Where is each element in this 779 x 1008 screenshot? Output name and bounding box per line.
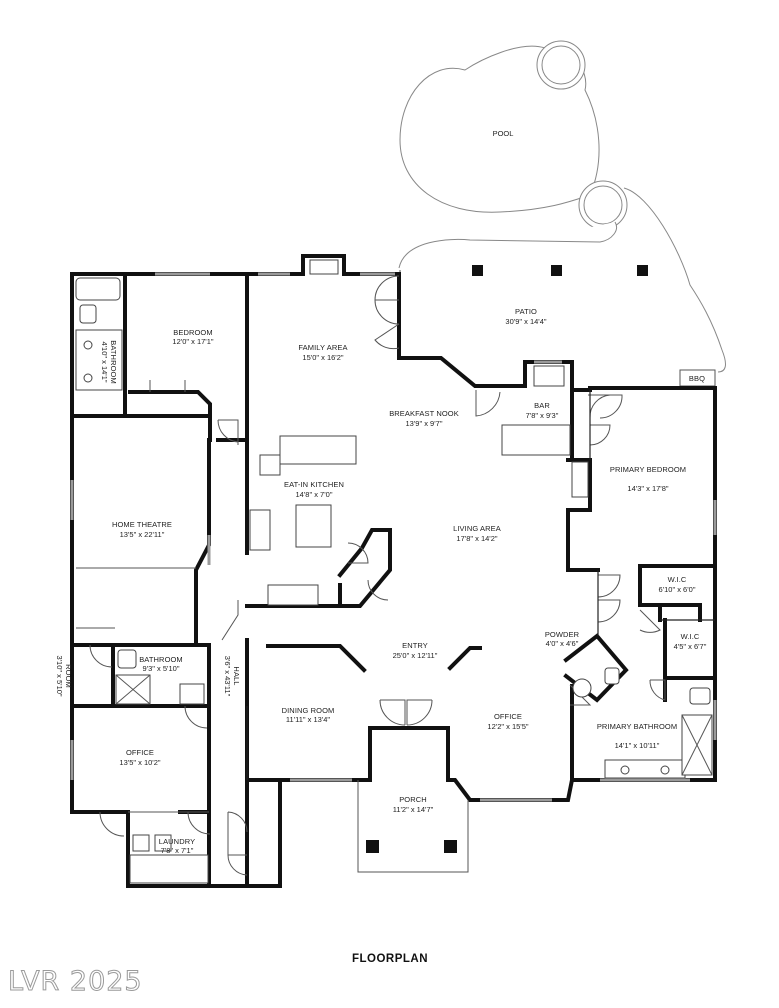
room-dim-hall-group: 3'6" x 43'11" bbox=[223, 656, 232, 697]
toilet-icon bbox=[689, 687, 711, 705]
room-label-hall: HALL bbox=[232, 666, 241, 685]
porch-post bbox=[444, 840, 457, 853]
room-label-laundry: LAUNDRY bbox=[159, 837, 195, 846]
room-label-bathroom-small: BATHROOM bbox=[109, 340, 118, 384]
pool-area: POOL bbox=[398, 40, 726, 373]
vanity-icon bbox=[75, 329, 123, 391]
bar-counter bbox=[501, 424, 571, 456]
toilet-icon bbox=[79, 304, 97, 324]
deck-outline bbox=[398, 187, 726, 373]
room-label-family-area: FAMILY AREA bbox=[298, 343, 347, 352]
porch-post bbox=[366, 840, 379, 853]
room-dim-eat-in-kitchen: 14'8" x 7'0" bbox=[296, 490, 333, 499]
kitchen-counter-left bbox=[259, 454, 281, 476]
patio-post bbox=[551, 265, 562, 276]
bathtub-icon bbox=[75, 277, 121, 301]
fireplace-icon bbox=[309, 259, 339, 275]
room-label-primary-bathroom: PRIMARY BATHROOM bbox=[597, 722, 677, 731]
room-dim-bathroom-small-group: 4'10" x 14'1" bbox=[100, 341, 109, 382]
porch-structure bbox=[357, 780, 469, 873]
room-dim-dining-room: 11'11" x 13'4" bbox=[286, 715, 331, 724]
room-label-hall-group: HALL bbox=[232, 666, 241, 685]
laundry-counter bbox=[129, 854, 209, 884]
room-label-living-area: LIVING AREA bbox=[453, 524, 501, 533]
room-dim-wic-1: 6'10" x 6'0" bbox=[659, 585, 696, 594]
patio-post bbox=[637, 265, 648, 276]
room-dim-bedroom: 12'0" x 17'1" bbox=[172, 337, 213, 346]
room-dim-living-area: 17'8" x 14'2" bbox=[456, 534, 497, 543]
dryer-icon bbox=[154, 834, 172, 852]
room-dim-office-right: 12'2" x 15'5" bbox=[487, 722, 528, 731]
sink-icon bbox=[179, 683, 205, 705]
room-dim-primary-bedroom: 14'3" x 17'8" bbox=[627, 484, 668, 493]
bar-cabinet bbox=[571, 461, 589, 498]
room-label-eat-in-kitchen: EAT-IN KITCHEN bbox=[284, 480, 344, 489]
room-label-room-side-group: ROOM bbox=[64, 664, 73, 688]
kitchen-island bbox=[295, 504, 332, 548]
fixtures bbox=[75, 259, 715, 884]
floorplan-title: FLOORPLAN bbox=[352, 953, 428, 965]
room-dim-laundry: 7'8" x 7'1" bbox=[161, 846, 194, 855]
room-dim-entry: 25'0" x 12'11" bbox=[393, 651, 438, 660]
pool-outline bbox=[399, 45, 600, 213]
room-label-wic-2: W.I.C bbox=[681, 632, 700, 641]
room-label-patio: PATIO bbox=[515, 307, 537, 316]
doors bbox=[89, 275, 666, 876]
powder-sink-icon bbox=[572, 678, 592, 698]
room-dim-porch: 11'2" x 14'7" bbox=[393, 805, 434, 814]
room-label-bedroom: BEDROOM bbox=[173, 328, 212, 337]
vanity-icon bbox=[604, 759, 686, 779]
room-dim-primary-bathroom: 14'1" x 10'11" bbox=[615, 741, 660, 750]
room-dim-home-theatre: 13'5" x 22'11" bbox=[120, 530, 165, 539]
kitchen-counter bbox=[279, 435, 357, 465]
room-label-porch: PORCH bbox=[399, 795, 427, 804]
bar-sink-icon bbox=[533, 365, 565, 387]
room-label-office-left: OFFICE bbox=[126, 748, 154, 757]
room-label-bbq: BBQ bbox=[689, 374, 705, 383]
powder-toilet-icon bbox=[604, 667, 620, 685]
room-dim-powder: 4'0" x 4'6" bbox=[546, 639, 579, 648]
room-label-room-side: ROOM bbox=[64, 664, 73, 688]
room-label-home-theatre: HOME THEATRE bbox=[112, 520, 172, 529]
exterior-walls bbox=[70, 254, 717, 888]
room-label-office-right: OFFICE bbox=[494, 712, 522, 721]
room-dim-hall: 3'6" x 43'11" bbox=[223, 656, 232, 697]
pool-label: POOL bbox=[493, 129, 514, 138]
room-dim-bar: 7'8" x 9'3" bbox=[526, 411, 559, 420]
room-label-entry: ENTRY bbox=[402, 641, 428, 650]
fridge-icon bbox=[249, 509, 271, 551]
room-label-wic-1: W.I.C bbox=[668, 575, 687, 584]
room-dim-breakfast-nook: 13'9" x 9'7" bbox=[406, 419, 443, 428]
room-dim-bathroom: 9'3" x 5'10" bbox=[143, 664, 180, 673]
room-dim-wic-2: 4'5" x 6'7" bbox=[674, 642, 707, 651]
room-label-bathroom-small-group: BATHROOM bbox=[109, 340, 118, 384]
windows bbox=[70, 272, 717, 802]
washer-icon bbox=[132, 834, 150, 852]
spa2-ring-inner bbox=[583, 185, 623, 225]
room-dim-patio: 30'9" x 14'4" bbox=[505, 317, 546, 326]
room-dim-family-area: 15'0" x 16'2" bbox=[302, 353, 343, 362]
room-label-dining-room: DINING ROOM bbox=[282, 706, 335, 715]
spa-ring-inner bbox=[541, 45, 581, 85]
stove-icon bbox=[267, 584, 319, 606]
room-dim-room-side: 3'10" x 5'10" bbox=[55, 655, 64, 696]
room-label-primary-bedroom: PRIMARY BEDROOM bbox=[610, 465, 686, 474]
room-dim-bathroom-small: 4'10" x 14'1" bbox=[100, 341, 109, 382]
room-label-bar: BAR bbox=[534, 401, 550, 410]
patio-post bbox=[472, 265, 483, 276]
watermark: LVR 2025 bbox=[8, 966, 143, 997]
room-label-breakfast-nook: BREAKFAST NOOK bbox=[389, 409, 459, 418]
room-label-powder: POWDER bbox=[545, 630, 580, 639]
toilet-icon bbox=[117, 649, 137, 669]
room-dim-room-side-group: 3'10" x 5'10" bbox=[55, 655, 64, 696]
room-label-bathroom: BATHROOM bbox=[139, 655, 183, 664]
room-dim-office-left: 13'5" x 10'2" bbox=[119, 758, 160, 767]
